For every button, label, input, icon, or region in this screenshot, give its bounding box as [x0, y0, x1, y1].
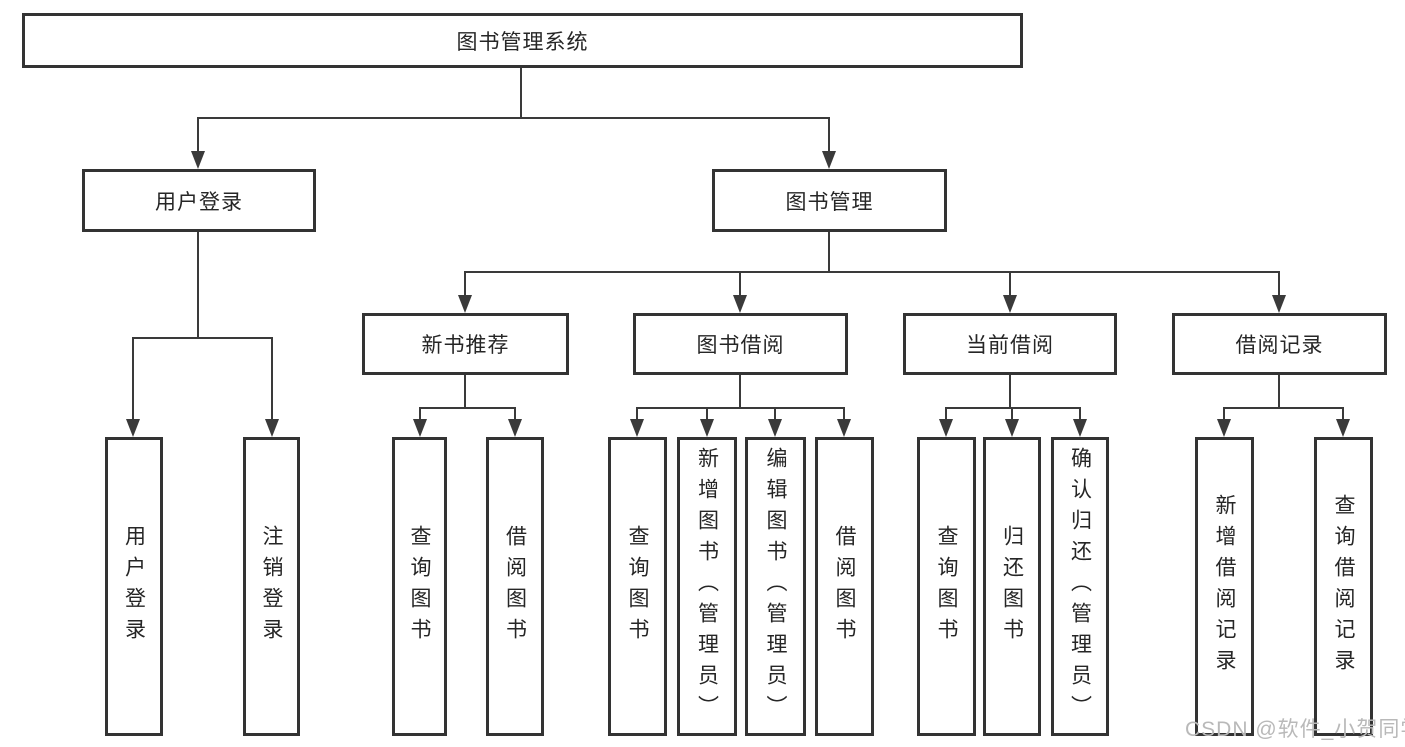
connector-line	[636, 407, 845, 409]
connector-line	[774, 407, 776, 420]
connector-line	[271, 337, 273, 419]
connector-line	[1009, 375, 1011, 408]
connector-line	[464, 375, 466, 408]
leaf-borrow-books: 借阅图书	[815, 437, 874, 736]
leaf-edit-book-admin: 编辑图书（管理员）	[745, 437, 806, 736]
arrowhead-icon	[458, 295, 472, 313]
arrowhead-icon	[1003, 295, 1017, 313]
arrowhead-icon	[1272, 295, 1286, 313]
connector-line	[706, 407, 708, 420]
arrowhead-icon	[700, 419, 714, 437]
connector-line	[945, 407, 947, 420]
node-current-borrowing: 当前借阅	[903, 313, 1117, 375]
connector-line	[419, 407, 421, 420]
connector-line	[1011, 407, 1013, 420]
connector-line	[828, 232, 830, 272]
leaf-return-books: 归还图书	[983, 437, 1041, 736]
arrowhead-icon	[265, 419, 279, 437]
node-book-borrowing: 图书借阅	[633, 313, 848, 375]
leaf-add-book-admin: 新增图书（管理员）	[677, 437, 737, 736]
connector-line	[739, 271, 741, 296]
arrowhead-icon	[191, 151, 205, 169]
arrowhead-icon	[1336, 419, 1350, 437]
leaf-user-login: 用户登录	[105, 437, 163, 736]
connector-line	[1223, 407, 1225, 420]
connector-line	[739, 375, 741, 408]
connector-line	[1079, 407, 1081, 420]
connector-line	[945, 407, 1081, 409]
arrowhead-icon	[1005, 419, 1019, 437]
connector-line	[514, 407, 516, 420]
leaf-add-borrow-record: 新增借阅记录	[1195, 437, 1254, 736]
leaf-borrow-books: 借阅图书	[486, 437, 544, 736]
node-new-book-recommend: 新书推荐	[362, 313, 569, 375]
node-borrowing-records: 借阅记录	[1172, 313, 1387, 375]
leaf-query-borrow-record: 查询借阅记录	[1314, 437, 1373, 736]
arrowhead-icon	[837, 419, 851, 437]
connector-line	[197, 117, 830, 119]
arrowhead-icon	[733, 295, 747, 313]
leaf-logout: 注销登录	[243, 437, 300, 736]
node-book-management: 图书管理	[712, 169, 947, 232]
connector-line	[1278, 375, 1280, 408]
connector-line	[197, 117, 199, 153]
leaf-query-books: 查询图书	[917, 437, 976, 736]
connector-line	[520, 68, 522, 118]
connector-line	[419, 407, 516, 409]
connector-line	[132, 337, 134, 419]
arrowhead-icon	[126, 419, 140, 437]
arrowhead-icon	[939, 419, 953, 437]
arrowhead-icon	[822, 151, 836, 169]
arrowhead-icon	[508, 419, 522, 437]
connector-line	[1278, 271, 1280, 296]
arrowhead-icon	[630, 419, 644, 437]
node-user-login: 用户登录	[82, 169, 316, 232]
node-library-management-system: 图书管理系统	[22, 13, 1023, 68]
leaf-confirm-return-admin: 确认归还（管理员）	[1051, 437, 1109, 736]
arrowhead-icon	[413, 419, 427, 437]
connector-line	[828, 117, 830, 153]
connector-line	[464, 271, 1280, 273]
connector-line	[197, 232, 199, 338]
leaf-query-books: 查询图书	[392, 437, 447, 736]
arrowhead-icon	[768, 419, 782, 437]
connector-line	[1342, 407, 1344, 420]
connector-line	[464, 271, 466, 296]
arrowhead-icon	[1217, 419, 1231, 437]
connector-line	[1009, 271, 1011, 296]
connector-line	[636, 407, 638, 420]
connector-line	[132, 337, 273, 339]
connector-line	[843, 407, 845, 420]
watermark-text: CSDN @软件_小贺同学	[1185, 718, 1405, 741]
connector-line	[1223, 407, 1344, 409]
arrowhead-icon	[1073, 419, 1087, 437]
leaf-query-books: 查询图书	[608, 437, 667, 736]
